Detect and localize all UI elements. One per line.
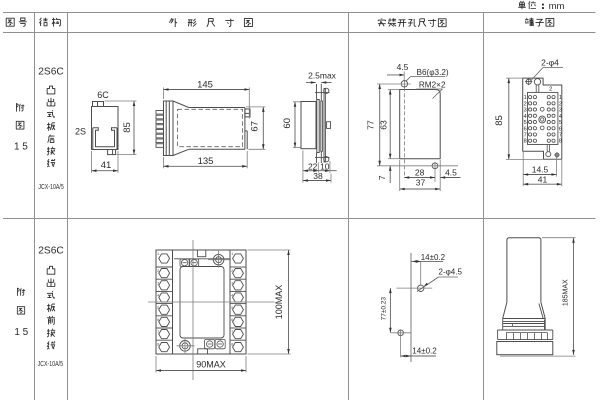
svg-text:145: 145 bbox=[197, 79, 213, 90]
svg-text:60: 60 bbox=[282, 118, 293, 129]
svg-text:2: 2 bbox=[157, 268, 160, 273]
svg-text:6: 6 bbox=[559, 126, 562, 132]
svg-text:41: 41 bbox=[538, 174, 548, 184]
svg-text:7: 7 bbox=[231, 329, 234, 334]
svg-text:1: 1 bbox=[231, 251, 234, 256]
svg-text:135: 135 bbox=[198, 156, 214, 167]
svg-text:3: 3 bbox=[231, 280, 234, 285]
svg-text:2: 2 bbox=[549, 86, 552, 92]
svg-text:8: 8 bbox=[524, 139, 527, 145]
svg-text:2-φ4: 2-φ4 bbox=[541, 57, 559, 67]
svg-text:7: 7 bbox=[377, 175, 387, 180]
svg-text:8: 8 bbox=[231, 341, 234, 346]
svg-text:67: 67 bbox=[249, 121, 260, 132]
svg-text:2S6C: 2S6C bbox=[38, 67, 63, 78]
svg-text:6: 6 bbox=[157, 317, 160, 322]
svg-text:8: 8 bbox=[559, 139, 562, 145]
svg-text:41: 41 bbox=[101, 160, 112, 171]
svg-text:14.5: 14.5 bbox=[532, 164, 549, 174]
svg-text:5: 5 bbox=[524, 120, 527, 126]
svg-text:RM2×2: RM2×2 bbox=[419, 81, 446, 90]
svg-text:4.5: 4.5 bbox=[445, 168, 457, 178]
svg-text:4: 4 bbox=[524, 114, 527, 120]
svg-text:JCX-10A/5: JCX-10A/5 bbox=[38, 182, 63, 191]
svg-text:14±0.2: 14±0.2 bbox=[421, 253, 446, 262]
svg-text:14±0.2: 14±0.2 bbox=[412, 346, 437, 355]
svg-text:4: 4 bbox=[559, 114, 562, 120]
svg-text:7: 7 bbox=[559, 132, 562, 138]
svg-text:2: 2 bbox=[231, 268, 234, 273]
svg-text:85: 85 bbox=[494, 115, 505, 126]
svg-text:37: 37 bbox=[416, 178, 426, 188]
svg-text:1: 1 bbox=[524, 95, 527, 101]
svg-text:2-φ4.5: 2-φ4.5 bbox=[439, 268, 463, 277]
svg-text:77: 77 bbox=[366, 120, 376, 130]
svg-text:63: 63 bbox=[378, 120, 388, 130]
svg-text:2: 2 bbox=[524, 101, 527, 107]
svg-text:6: 6 bbox=[231, 317, 234, 322]
svg-text:185MAX: 185MAX bbox=[562, 279, 569, 306]
svg-text:1: 1 bbox=[157, 251, 160, 256]
svg-text:100MAX: 100MAX bbox=[274, 285, 284, 320]
svg-text:2S: 2S bbox=[75, 126, 86, 136]
svg-text:5: 5 bbox=[157, 305, 160, 310]
svg-text:mm: mm bbox=[549, 1, 565, 12]
svg-text:5: 5 bbox=[231, 305, 234, 310]
svg-text:7: 7 bbox=[524, 132, 527, 138]
svg-text:10: 10 bbox=[320, 162, 330, 172]
svg-text:6C: 6C bbox=[97, 90, 109, 100]
svg-text:1: 1 bbox=[559, 95, 562, 101]
svg-text:1 5: 1 5 bbox=[14, 327, 28, 338]
svg-text:1 5: 1 5 bbox=[14, 141, 28, 152]
svg-text:3: 3 bbox=[157, 280, 160, 285]
svg-text:4: 4 bbox=[231, 293, 234, 298]
svg-text:4.5: 4.5 bbox=[397, 62, 409, 72]
svg-text:JCX-10A/5: JCX-10A/5 bbox=[38, 359, 63, 368]
svg-text:22: 22 bbox=[308, 162, 318, 172]
svg-text:7: 7 bbox=[157, 329, 160, 334]
svg-text:5: 5 bbox=[559, 120, 562, 126]
svg-text:2: 2 bbox=[559, 101, 562, 107]
svg-text:38: 38 bbox=[313, 171, 323, 181]
svg-text:4: 4 bbox=[157, 293, 160, 298]
svg-text:2.5max: 2.5max bbox=[308, 70, 337, 80]
svg-text:3: 3 bbox=[524, 108, 527, 114]
svg-text:2S6C: 2S6C bbox=[38, 245, 63, 256]
svg-text:85: 85 bbox=[122, 122, 133, 133]
svg-text:3: 3 bbox=[559, 108, 562, 114]
svg-text:B6(φ3.2): B6(φ3.2) bbox=[417, 68, 449, 77]
svg-text:6: 6 bbox=[524, 126, 527, 132]
svg-text:8: 8 bbox=[157, 341, 160, 346]
svg-text:28: 28 bbox=[415, 168, 425, 178]
svg-text:77±0.23: 77±0.23 bbox=[380, 297, 387, 321]
svg-text:90MAX: 90MAX bbox=[196, 359, 226, 369]
